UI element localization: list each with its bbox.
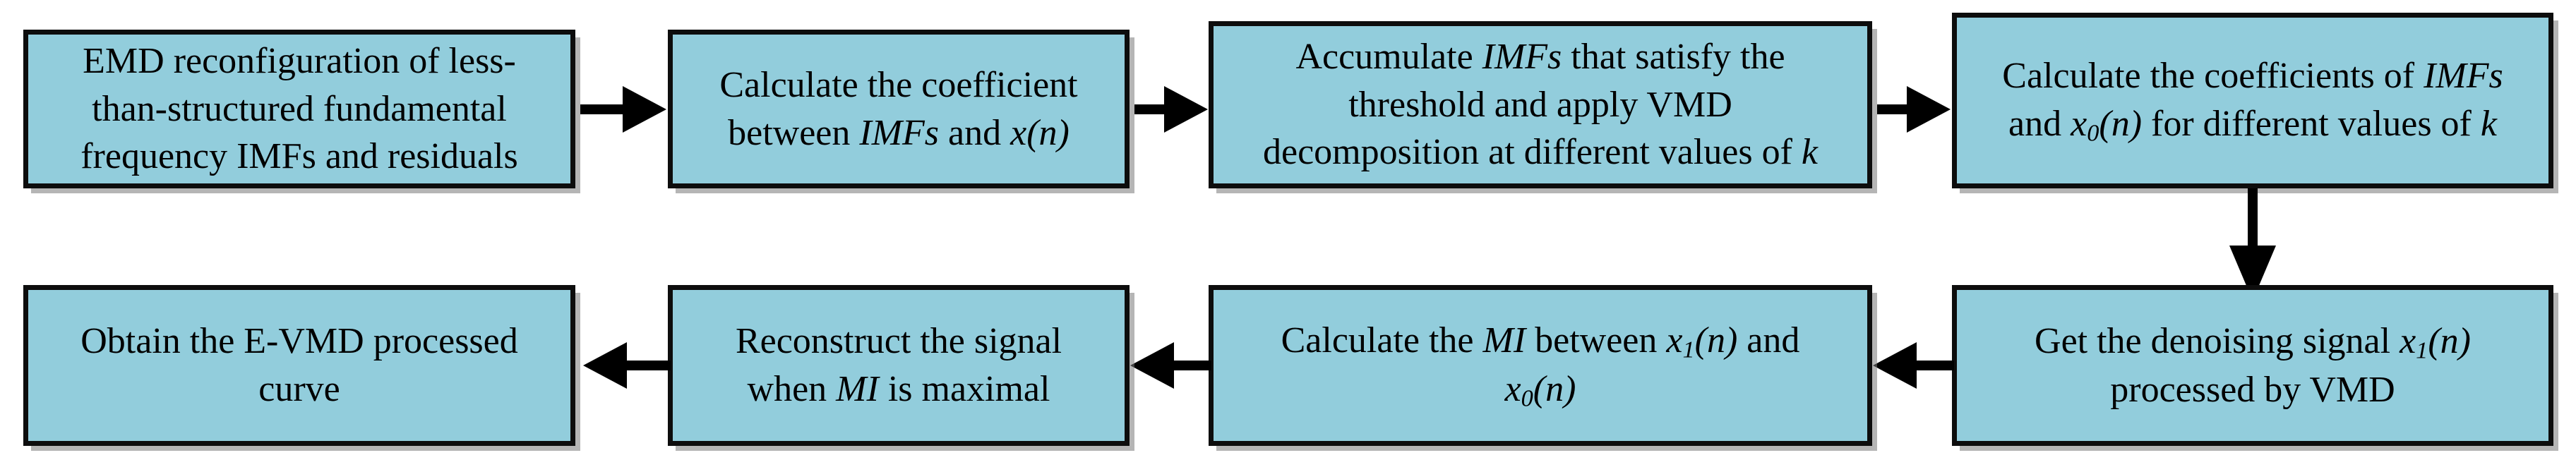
connector-line-n5-n6 — [1910, 361, 1954, 370]
process-node-obtain-evmd-curve-label: Obtain the E-VMD processed curve — [80, 321, 518, 409]
connector-line-n6-n7 — [1168, 361, 1211, 370]
process-node-calculate-mi-label: Calculate the MI between x1(n) and x0(n) — [1281, 320, 1800, 412]
process-node-reconstruct-signal-label: Reconstruct the signal when MI is maxima… — [735, 321, 1062, 409]
arrow-head-n2-n3 — [1164, 86, 1208, 133]
arrow-head-n1-n2 — [623, 86, 666, 133]
connector-line-n3-n4 — [1877, 104, 1908, 114]
connector-line-n2-n3 — [1134, 104, 1166, 114]
process-node-emd-reconfiguration-label: EMD reconfiguration of less- than-struct… — [80, 41, 518, 177]
process-node-obtain-evmd-curve[interactable]: Obtain the E-VMD processed curve — [23, 285, 575, 446]
arrow-head-n6-n7 — [1130, 342, 1174, 389]
arrow-head-n7-n8 — [583, 342, 627, 389]
process-node-calculate-coefficient[interactable]: Calculate the coefficient between IMFs a… — [668, 30, 1130, 188]
process-node-calculate-coefficients-k[interactable]: Calculate the coefficients of IMFs and x… — [1952, 13, 2553, 188]
arrow-head-n5-n6 — [1873, 342, 1917, 389]
connector-line-n4-n5 — [2248, 188, 2258, 250]
process-node-get-denoising-signal[interactable]: Get the denoising signal x1(n) processed… — [1952, 285, 2553, 446]
process-node-calculate-mi[interactable]: Calculate the MI between x1(n) and x0(n) — [1209, 285, 1872, 446]
process-node-reconstruct-signal[interactable]: Reconstruct the signal when MI is maxima… — [668, 285, 1130, 446]
process-node-accumulate-imfs-label: Accumulate IMFs that satisfy the thresho… — [1262, 37, 1819, 173]
process-node-calculate-coefficient-label: Calculate the coefficient between IMFs a… — [719, 64, 1078, 153]
process-node-calculate-coefficients-k-label: Calculate the coefficients of IMFs and x… — [2002, 56, 2503, 147]
connector-line-n1-n2 — [580, 104, 624, 114]
connector-line-n7-n8 — [621, 361, 671, 370]
process-node-emd-reconfiguration[interactable]: EMD reconfiguration of less- than-struct… — [23, 30, 575, 188]
process-node-get-denoising-signal-label: Get the denoising signal x1(n) processed… — [2035, 320, 2471, 410]
process-node-accumulate-imfs[interactable]: Accumulate IMFs that satisfy the thresho… — [1209, 21, 1872, 188]
arrow-head-n3-n4 — [1907, 86, 1951, 133]
